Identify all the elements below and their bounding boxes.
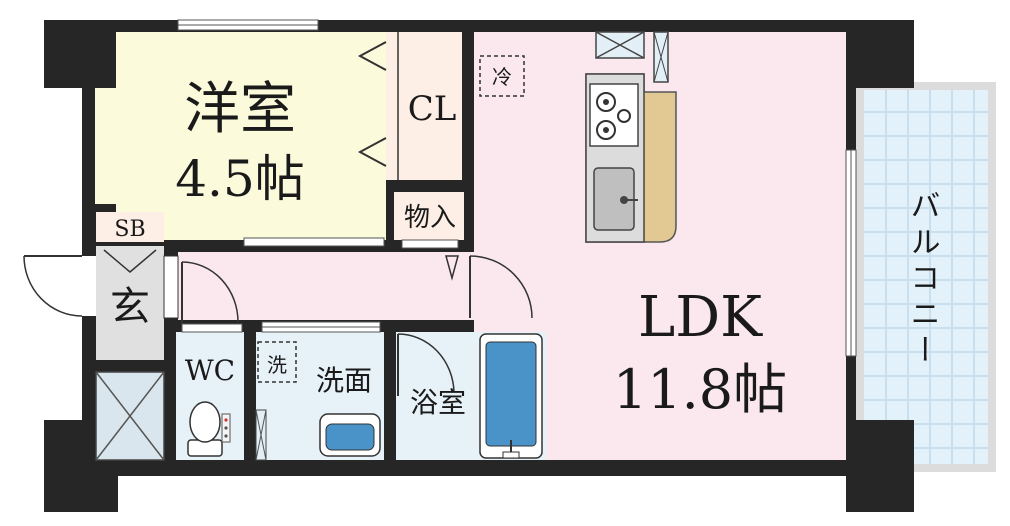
kitchen [585,73,677,243]
storage [394,192,464,240]
hallway [178,252,474,320]
bathroom-label: 浴室 [410,386,466,419]
shoe-box [96,212,164,242]
toilet-icon [187,401,231,457]
ldk-name: LDK [638,285,763,350]
storage-label: 物入 [404,203,456,233]
washer-mark: 洗 [267,353,287,377]
column-top-right [846,20,914,88]
entrance-label: 玄 [110,284,150,330]
column-top-left [44,20,118,88]
western-room [116,32,386,240]
western-room-name: 洋室 [184,77,296,142]
wash-basin-icon [319,413,381,457]
washroom-label: 洗面 [316,364,372,397]
column-bottom-right [846,420,914,512]
washer-space [257,341,297,383]
entrance [96,246,164,360]
ldk-size: 11.8帖 [613,358,787,421]
fridge-mark: 冷 [492,65,512,89]
fridge-space [479,55,525,97]
closet-door-top [357,41,387,71]
western-room-size: 4.5帖 [175,150,305,208]
closet-door-bottom [357,137,387,167]
bathtub-icon [479,333,543,459]
western-sliding-door [243,237,385,247]
shoe-box-label: SB [114,217,145,242]
balcony: バルコニー [856,82,996,472]
balcony-label: バルコニー [905,190,940,370]
toilet-label: WC [185,354,235,387]
closet-label: CL [408,89,457,129]
